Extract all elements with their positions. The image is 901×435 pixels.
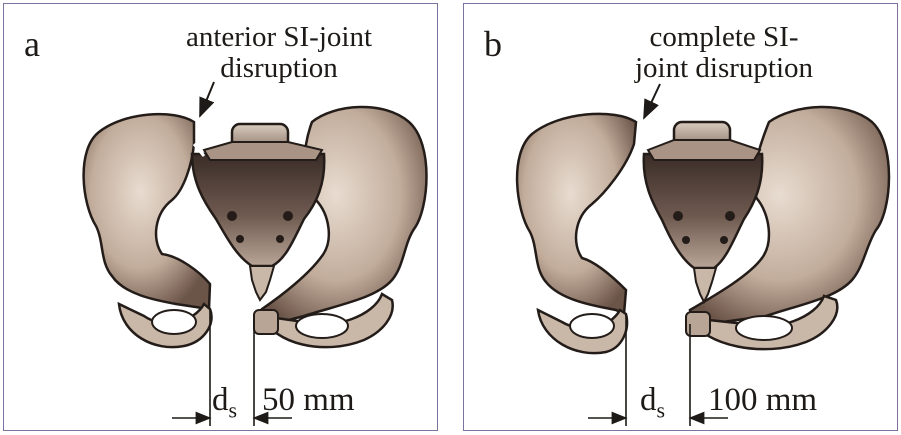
caption-line-2: joint disruption bbox=[609, 53, 839, 84]
distance-value: 50 mm bbox=[262, 384, 355, 417]
left-obturator bbox=[152, 310, 196, 334]
symphysis bbox=[254, 310, 278, 334]
panel-a: a anterior SI-joint disruption ds 50 mm bbox=[3, 3, 438, 431]
sacrum bbox=[644, 154, 763, 268]
pointer-arrow bbox=[644, 84, 660, 118]
panel-caption: anterior SI-joint disruption bbox=[154, 22, 404, 84]
panel-letter: b bbox=[484, 26, 502, 62]
sacral-foramen bbox=[682, 236, 690, 244]
panel-letter: a bbox=[24, 26, 40, 62]
sacral-foramen bbox=[720, 236, 728, 244]
sacral-foramen bbox=[725, 211, 735, 221]
right-obturator bbox=[296, 314, 348, 338]
caption-line-1: anterior SI-joint bbox=[154, 22, 404, 53]
left-ilium bbox=[517, 114, 636, 314]
sacral-foramen bbox=[227, 211, 237, 221]
left-obturator bbox=[570, 314, 614, 338]
caption-line-1: complete SI- bbox=[609, 22, 839, 53]
sacrum bbox=[192, 154, 324, 266]
distance-symbol: ds bbox=[212, 384, 237, 422]
vertebra-process bbox=[204, 142, 322, 160]
sacral-foramen bbox=[673, 211, 683, 221]
distance-symbol-sub: s bbox=[229, 398, 238, 423]
distance-symbol-main: d bbox=[212, 382, 229, 418]
panel-b: b complete SI- joint disruption ds 100 m… bbox=[463, 3, 898, 431]
sacral-foramen bbox=[283, 211, 293, 221]
right-obturator bbox=[736, 316, 792, 340]
panel-caption: complete SI- joint disruption bbox=[609, 22, 839, 84]
distance-symbol: ds bbox=[640, 384, 665, 422]
caption-line-2: disruption bbox=[154, 53, 404, 84]
coccyx bbox=[250, 266, 274, 300]
pointer-arrow bbox=[200, 82, 214, 116]
distance-value: 100 mm bbox=[708, 384, 817, 417]
left-ilium bbox=[84, 114, 210, 309]
distance-symbol-main: d bbox=[640, 382, 657, 418]
vertebra-process bbox=[648, 140, 760, 160]
distance-symbol-sub: s bbox=[657, 398, 666, 423]
sacral-foramen bbox=[236, 235, 244, 243]
sacral-foramen bbox=[276, 235, 284, 243]
